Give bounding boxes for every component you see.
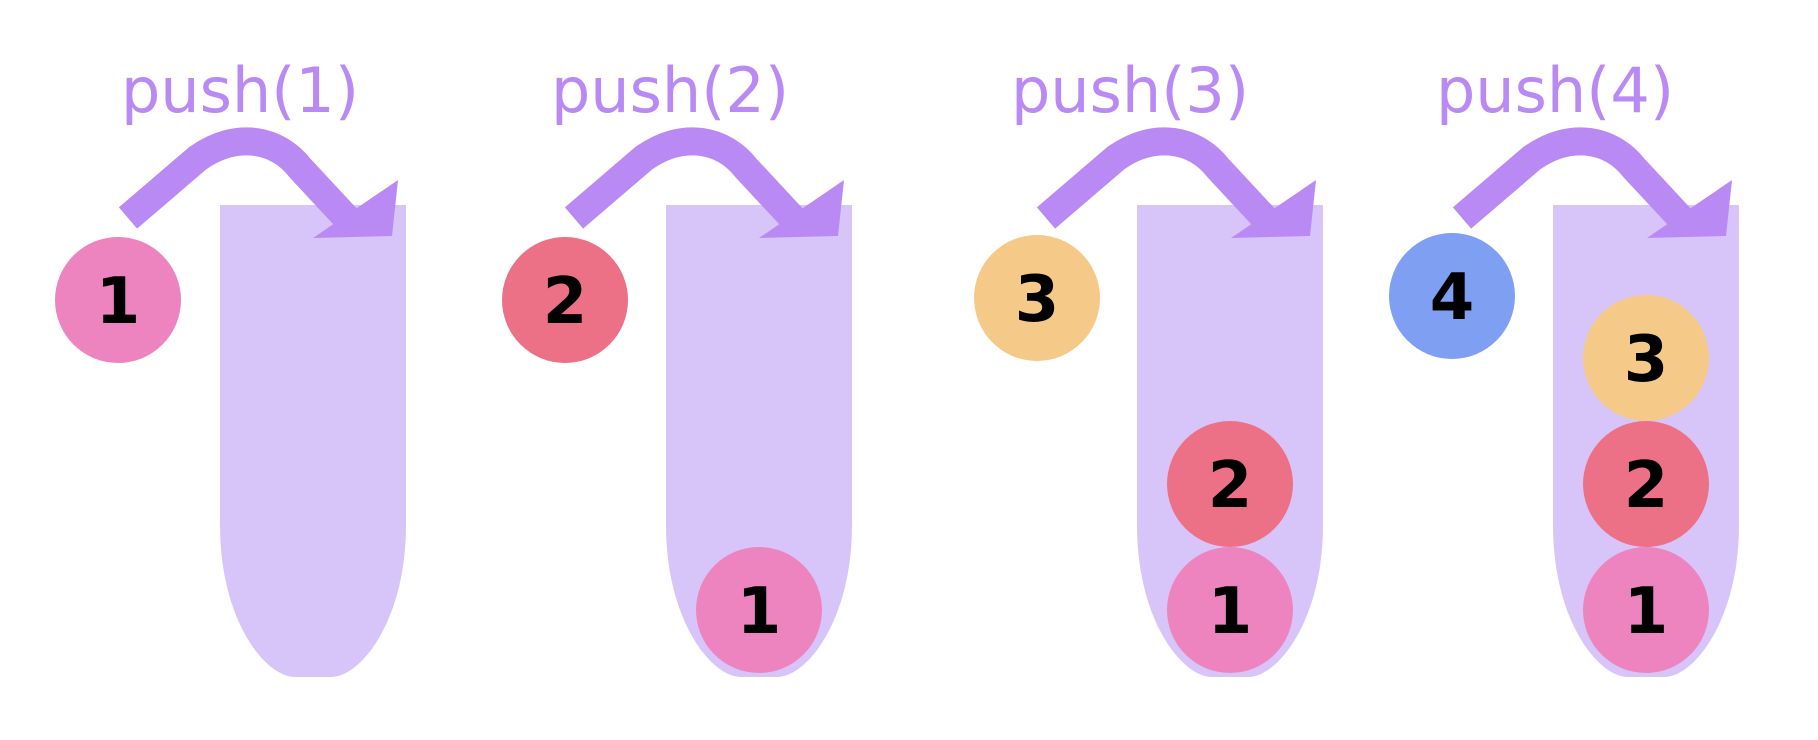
stacked-ball-2	[1167, 421, 1293, 547]
stacked-ball-1	[1583, 547, 1709, 673]
push-arrow-3	[1036, 127, 1282, 235]
stacked-ball-1	[1167, 547, 1293, 673]
step-label-1: push(1)	[121, 54, 359, 127]
step-group-2: push(2) 1 2	[502, 54, 852, 677]
step-group-1: push(1) 1	[55, 54, 406, 677]
push-arrow-2	[564, 127, 810, 235]
step-label-2: push(2)	[551, 54, 789, 127]
stacked-ball-3-digit: 3	[1624, 323, 1669, 397]
stacked-ball-2-digit: 2	[1624, 449, 1669, 523]
step-label-3: push(3)	[1011, 54, 1249, 127]
stacked-ball-2-digit: 2	[1208, 449, 1253, 523]
incoming-ball-3-digit: 3	[1015, 263, 1060, 337]
incoming-ball-4-digit: 4	[1430, 261, 1475, 335]
step-group-3: push(3) 1 2 3	[974, 54, 1323, 677]
stacked-ball-1-digit: 1	[1208, 575, 1253, 649]
stacked-ball-1-digit: 1	[1624, 575, 1669, 649]
incoming-ball-2-digit: 2	[543, 265, 588, 339]
stack-tube-1	[220, 205, 406, 677]
push-arrowhead-icon	[1647, 180, 1732, 238]
step-group-4: push(4) 1 2 3 4	[1389, 54, 1739, 677]
incoming-ball-3	[974, 235, 1100, 361]
push-arrowhead-icon	[1231, 180, 1316, 238]
step-label-4: push(4)	[1436, 54, 1674, 127]
incoming-ball-1	[55, 237, 181, 363]
incoming-ball-4	[1389, 233, 1515, 359]
stacked-ball-1-digit: 1	[737, 575, 782, 649]
stacked-ball-2	[1583, 421, 1709, 547]
stacked-ball-1	[696, 547, 822, 673]
incoming-ball-2	[502, 237, 628, 363]
push-arrowhead-icon	[313, 180, 398, 238]
stack-tube-2	[666, 205, 852, 677]
push-arrow-1	[118, 127, 364, 235]
stacked-ball-3	[1583, 295, 1709, 421]
push-arrowhead-icon	[759, 180, 844, 238]
push-arrow-4	[1452, 127, 1698, 235]
incoming-ball-1-digit: 1	[96, 265, 141, 339]
